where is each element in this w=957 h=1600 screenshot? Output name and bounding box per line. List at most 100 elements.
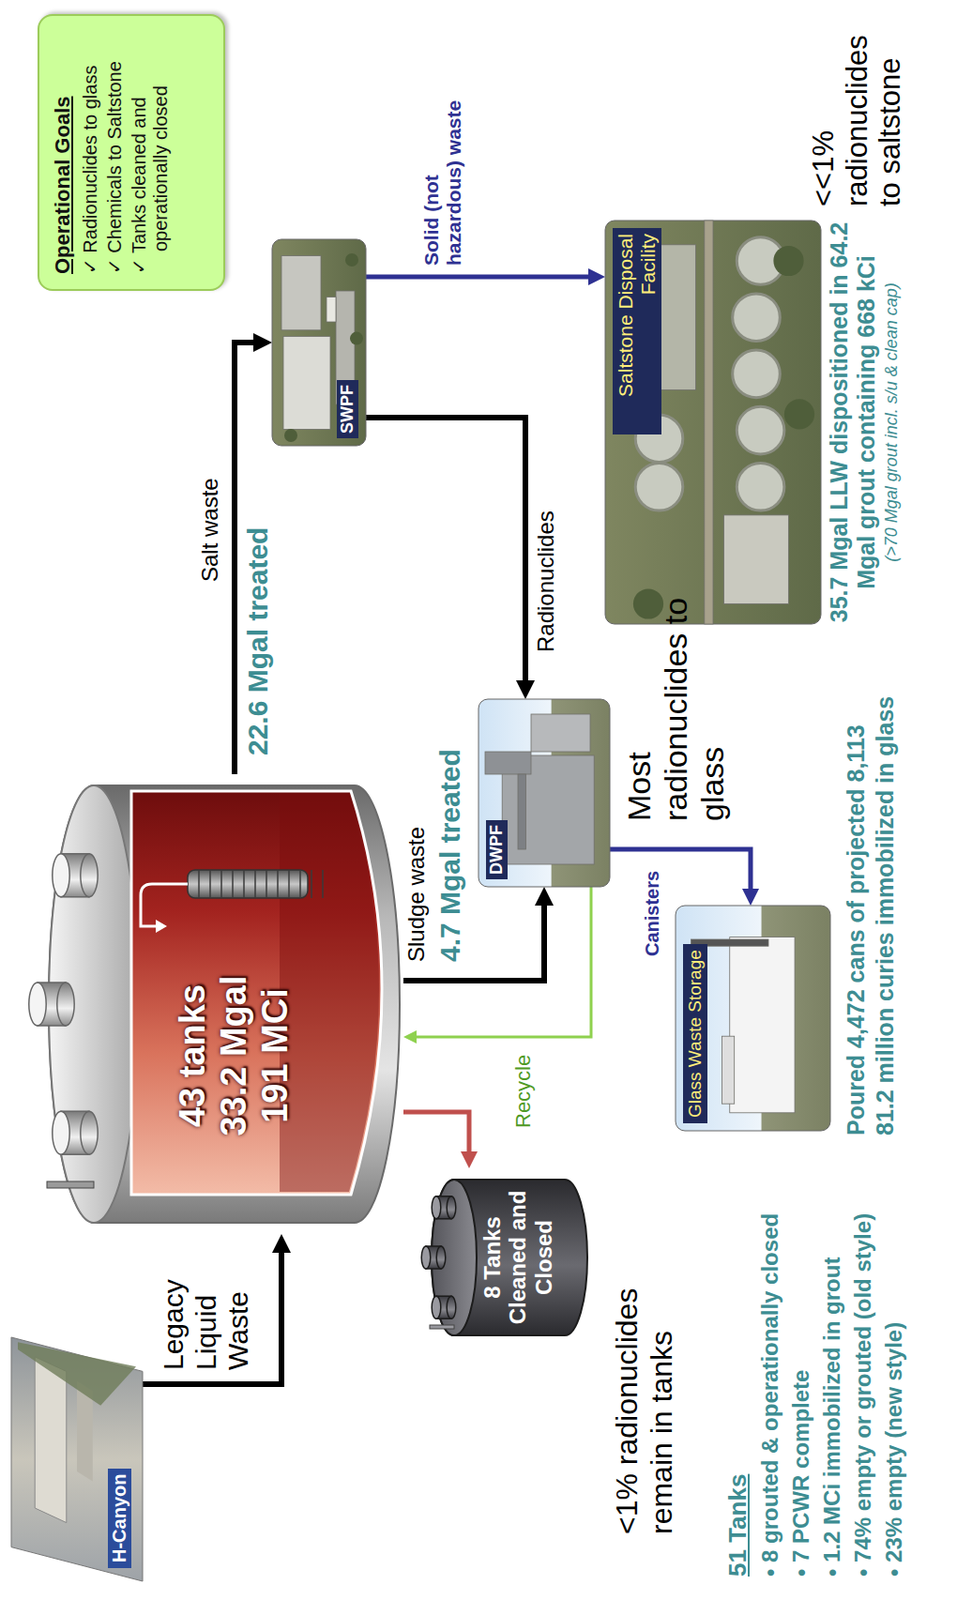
disposal-cell <box>736 406 785 455</box>
photo-trees <box>773 245 804 276</box>
tank-riser <box>80 853 98 897</box>
pump-ring <box>288 869 290 898</box>
facility-photo: DWPF <box>478 698 610 887</box>
connector-label: Salt waste <box>197 477 224 582</box>
photo-building <box>283 335 331 429</box>
tank-riser <box>52 853 70 897</box>
box-text: ✓ Chemicals to Saltstone <box>104 29 126 274</box>
tank-cutaway <box>131 790 382 1195</box>
box-text: 43 tanks 33.2 Mgal 191 MCi <box>172 952 296 1159</box>
connector-label: Solid (not hazardous) waste <box>420 77 466 266</box>
pump-ring <box>231 869 234 898</box>
pump-ring <box>310 869 313 898</box>
photo-trees <box>17 1341 137 1406</box>
photo-building <box>281 256 321 331</box>
flow-arrow <box>403 1111 470 1157</box>
photo-trees <box>349 332 364 346</box>
pump-ring <box>254 869 257 898</box>
photo-frame <box>478 698 610 887</box>
annotation-text: • 74% empty or grouted (old style) <box>850 1213 877 1577</box>
tank-riser <box>52 1110 70 1155</box>
goals-box: Operational Goals✓ Radionuclides to glas… <box>37 14 226 291</box>
annotation-text: 4.7 Mgal treated <box>434 748 468 962</box>
pump-ring <box>321 869 324 898</box>
tank-riser <box>431 1295 441 1319</box>
tank-riser <box>431 1196 441 1219</box>
photo-building <box>531 713 591 752</box>
photo-ground <box>11 1336 143 1581</box>
closed-tank-symbol: 8 Tanks Cleaned and Closed <box>412 1168 592 1347</box>
pump-ring <box>197 869 200 898</box>
pump-pipe <box>140 883 188 927</box>
photo-frame <box>675 905 831 1131</box>
facility-photo: H-Canyon <box>11 1336 143 1581</box>
flow-arrow <box>365 417 526 688</box>
box-text: ✓ Radionuclides to glass <box>79 29 102 274</box>
annotation-text: • 7 PCWR complete <box>788 1369 815 1577</box>
canyon-building <box>34 1356 67 1523</box>
tank-symbol: 43 tanks 33.2 Mgal 191 MCi <box>18 774 404 1234</box>
box-text: 8 Tanks Cleaned and Closed <box>479 1178 558 1337</box>
pump-ring <box>299 869 302 898</box>
tank-lid <box>48 785 139 1223</box>
photo-trees <box>284 428 298 442</box>
tank-riser <box>29 982 46 1026</box>
photo-building <box>704 220 714 624</box>
annotation-text: • 1.2 MCi immobilized in grout <box>819 1257 846 1577</box>
tank-riser <box>421 1245 431 1269</box>
annotation-text: Poured 4,472 cans of projected 8,113 <box>842 724 870 1136</box>
sludge-layer <box>279 793 380 1192</box>
tank-lid <box>431 1179 477 1336</box>
pump-arrow <box>155 919 168 933</box>
box-text: H-Canyon <box>107 1468 132 1568</box>
tank-riser <box>46 1181 94 1188</box>
annotation-text: 81.2 million curies immobilized in glass <box>871 696 899 1136</box>
annotation-text: <<1% radionuclides to saltstone <box>806 7 908 207</box>
photo-trees <box>784 398 815 429</box>
annotation-text: Most radionuclides to glass <box>621 595 731 821</box>
pump-ring <box>220 869 223 898</box>
annotation-text: <1% radionuclides remain in tanks <box>609 1224 680 1535</box>
annotation-text: • 23% empty (new style) <box>881 1321 908 1577</box>
connector-label: Canisters <box>641 870 664 957</box>
flow-arrow <box>142 1245 282 1384</box>
disposal-cell <box>732 293 781 342</box>
tank-riser <box>429 1324 455 1329</box>
flow-arrow <box>609 849 751 895</box>
box-text: SWPF <box>336 379 359 439</box>
tank-shell <box>48 785 400 1223</box>
facility-photo: SWPF <box>272 239 366 446</box>
disposal-cell <box>732 349 781 398</box>
photo-building <box>722 1035 735 1104</box>
box-text: DWPF <box>486 820 508 880</box>
box-text: Glass Waste Storage <box>683 943 708 1124</box>
photo-building <box>724 515 790 605</box>
connector-label: Sludge waste <box>403 826 430 962</box>
connector-label: Radionuclides <box>532 510 560 653</box>
pump-ring <box>265 869 268 898</box>
connector-label: Legacy Liquid Waste <box>157 1255 256 1370</box>
pump-ring <box>243 869 245 898</box>
flow-arrow <box>365 274 594 280</box>
pump-column <box>187 869 308 898</box>
facility-photo: Saltstone Disposal Facility <box>605 220 821 624</box>
connector-label: Recycle <box>511 1054 535 1128</box>
tank-riser <box>436 1245 446 1269</box>
tank-riser <box>57 982 75 1026</box>
annotation-text: 22.6 Mgal treated <box>242 527 275 756</box>
annotation-text: (>70 Mgal grout incl. s/u & clean cap) <box>881 220 902 624</box>
box-heading: Operational Goals <box>50 29 75 274</box>
tank-riser <box>446 1196 456 1219</box>
pump-ring <box>209 869 212 898</box>
box-text: Saltstone Disposal Facility <box>612 227 662 435</box>
pump-ring <box>276 869 279 898</box>
annotation-text: • 8 grouted & operationally closed <box>757 1213 784 1577</box>
photo-building <box>517 774 526 850</box>
tank-shell <box>431 1179 588 1336</box>
facility-photo: Glass Waste Storage <box>675 905 831 1131</box>
disposal-cell <box>635 463 684 512</box>
annotation-text: 51 Tanks <box>724 1473 753 1577</box>
